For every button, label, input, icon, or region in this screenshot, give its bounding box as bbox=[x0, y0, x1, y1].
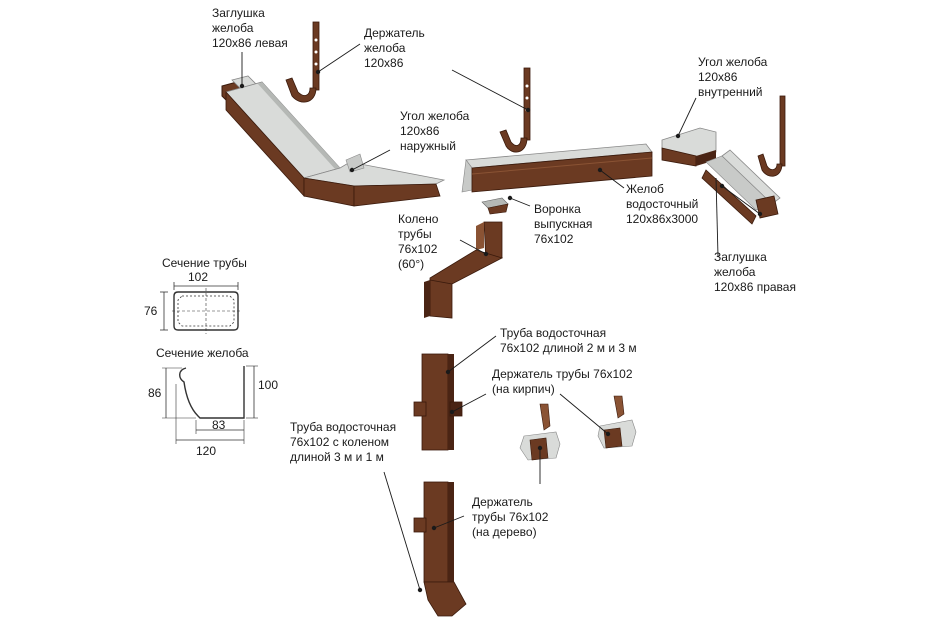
pipe-upper-shape bbox=[413, 353, 463, 451]
label-elbow: Колено трубы 76х102 (60°) bbox=[398, 212, 439, 271]
outlet-funnel-shape bbox=[481, 197, 509, 215]
label-end-cap-left: Заглушка желоба 120х86 левая bbox=[212, 6, 288, 50]
gutter-section-inner-width: 83 bbox=[212, 418, 226, 432]
label-brick-holder: Держатель трубы 76х102 (на кирпич) bbox=[492, 367, 633, 396]
leader-dots bbox=[239, 69, 763, 593]
elbow-shape bbox=[424, 221, 504, 319]
pipe-lower-shape bbox=[413, 481, 467, 617]
gutter-section-total-width: 120 bbox=[196, 444, 217, 458]
label-pipe-with-elbow: Труба водосточная 76х102 с коленом длино… bbox=[290, 420, 397, 464]
pipe-section-width: 102 bbox=[188, 270, 209, 284]
label-outer-corner: Угол желоба 120х86 наружный bbox=[400, 109, 470, 153]
gutter-section-right-height: 100 bbox=[258, 378, 279, 392]
right-gutter-shape bbox=[701, 149, 781, 225]
label-gutter-holder: Держатель желоба 120х86 bbox=[364, 26, 425, 70]
label-wood-holder: Держатель трубы 76х102 (на дерево) bbox=[472, 495, 549, 539]
inner-corner-shape bbox=[661, 127, 717, 167]
label-gutter: Желоб водосточный 120х86х3000 bbox=[626, 182, 699, 226]
label-inner-corner: Угол желоба 120х86 внутренний bbox=[698, 55, 768, 99]
gutter-section-drawing bbox=[162, 365, 258, 444]
label-end-cap-right: Заглушка желоба 120х86 правая bbox=[714, 250, 796, 294]
label-outlet: Воронка выпускная 76х102 bbox=[534, 202, 593, 246]
gutter-section-title: Сечение желоба bbox=[156, 346, 249, 360]
gutter-holder-left-shape bbox=[285, 21, 320, 103]
brick-holder-shape bbox=[519, 395, 637, 461]
pipe-section-drawing bbox=[160, 282, 240, 334]
center-gutter-shape bbox=[461, 143, 653, 193]
gutter-section-left-height: 86 bbox=[148, 386, 162, 400]
label-pipe: Труба водосточная 76х102 длиной 2 м и 3 … bbox=[500, 326, 637, 355]
leader-lines bbox=[241, 43, 761, 591]
pipe-section-title: Сечение трубы bbox=[162, 256, 247, 270]
gutter-holder-center-shape bbox=[499, 67, 531, 153]
gutter-holder-right-shape bbox=[757, 95, 786, 177]
pipe-section-height: 76 bbox=[144, 304, 158, 318]
left-gutter-assembly bbox=[221, 75, 446, 207]
